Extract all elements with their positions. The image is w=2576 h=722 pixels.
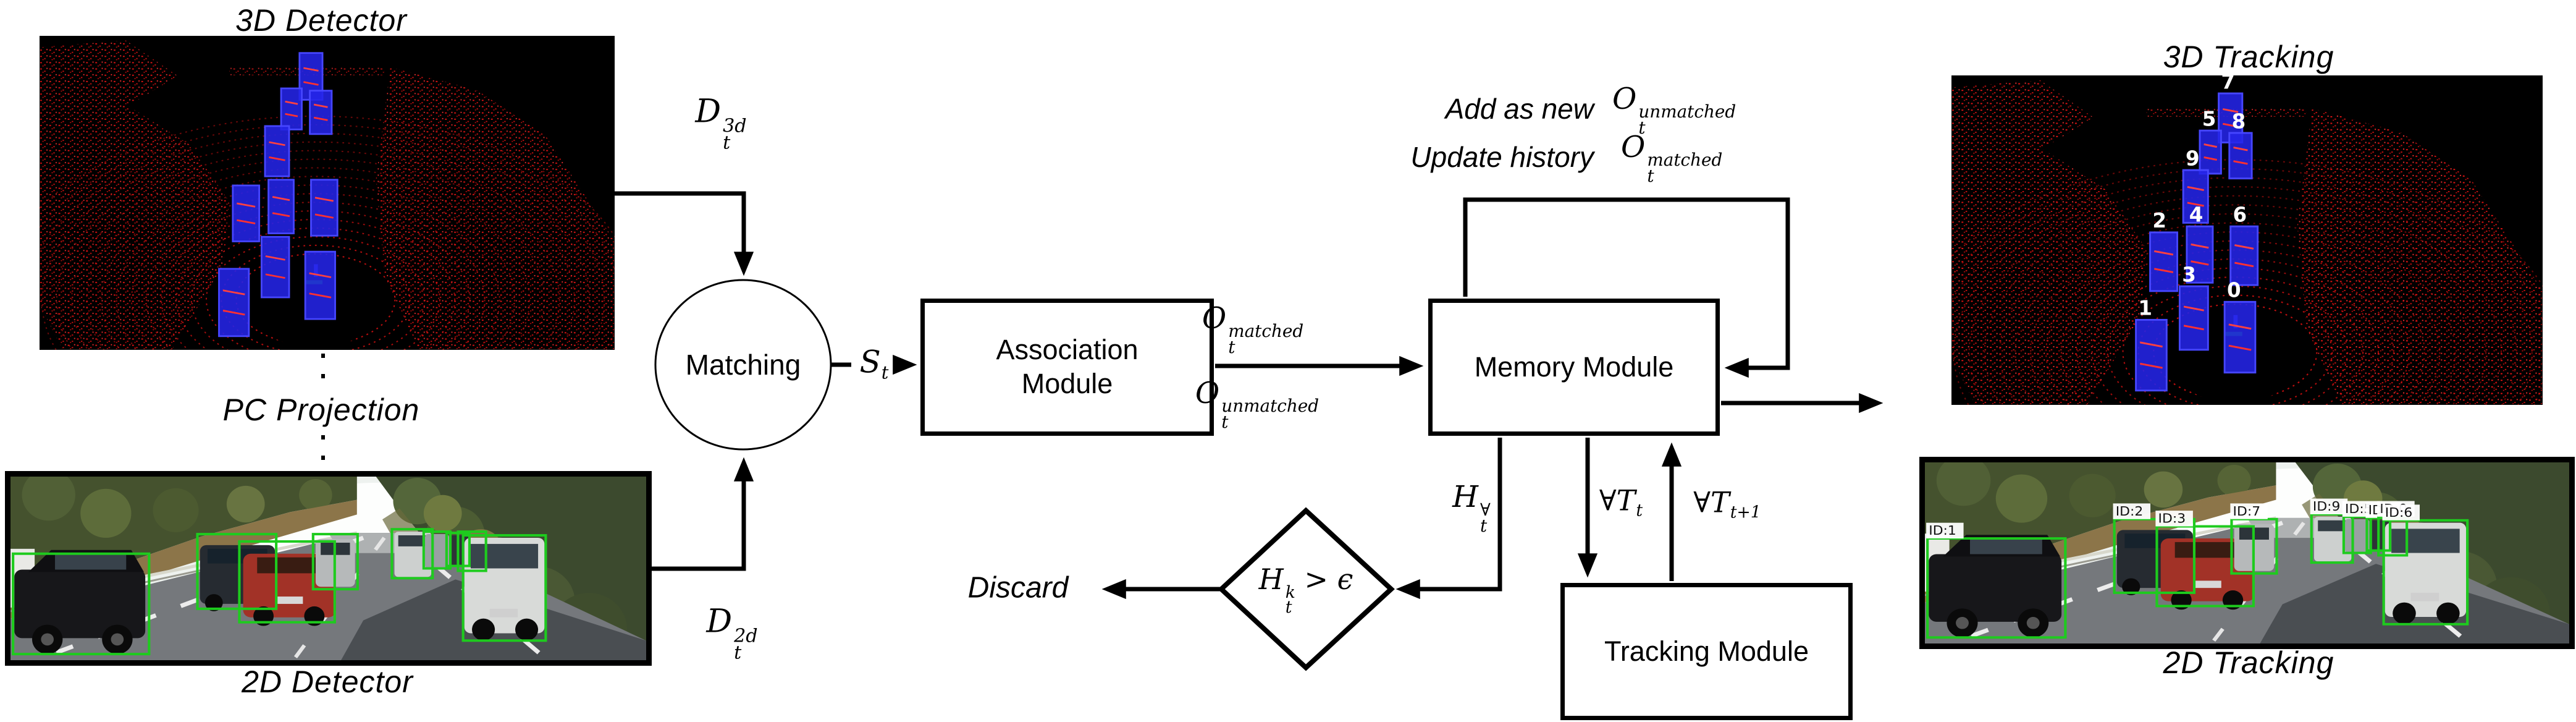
title-pc-projection: PC Projection (215, 392, 427, 428)
svg-text:2: 2 (2152, 209, 2166, 232)
association-module-label-line1: Association (996, 334, 1139, 366)
label-forall-tt1: ∀Tt+1 (1693, 485, 1761, 522)
svg-text:ID:2: ID:2 (2116, 504, 2144, 519)
svg-text:ID:9: ID:9 (2313, 499, 2341, 514)
svg-text:ID:1: ID:1 (1929, 524, 1956, 538)
association-module-label-line2: Module (1021, 368, 1113, 399)
svg-text:8: 8 (2232, 109, 2246, 133)
memory-module-box: Memory Module (1428, 299, 1720, 436)
title-3d-detector: 3D Detector (235, 3, 407, 38)
svg-text:7: 7 (2221, 75, 2235, 93)
matching-node-label: Matching (685, 349, 801, 381)
svg-text:ID:3: ID:3 (2158, 511, 2186, 526)
label-st: St (859, 344, 889, 383)
lidar-detection-image (40, 36, 615, 350)
camera-tracking-image: ID:1ID:2ID:3ID:7ID:9ID:5ID:8ID:0ID:6 (1919, 457, 2575, 649)
title-2d-detector: 2D Detector (242, 665, 413, 699)
svg-text:0: 0 (2227, 278, 2241, 302)
tracking-module-box: Tracking Module (1560, 583, 1853, 720)
svg-text:ID:7: ID:7 (2233, 504, 2261, 519)
svg-text:1: 1 (2138, 296, 2152, 320)
title-2d-tracking: 2D Tracking (2163, 645, 2334, 680)
tracking-boxes: ID:1ID:2ID:3ID:7ID:9ID:5ID:8ID:0ID:6 (1926, 498, 2469, 639)
svg-text:3: 3 (2182, 263, 2196, 286)
svg-text:4: 4 (2189, 203, 2203, 226)
svg-text:5: 5 (2202, 107, 2216, 130)
tracking-module-label: Tracking Module (1604, 635, 1809, 667)
association-module-box: Association Module (920, 299, 1214, 436)
svg-text:9: 9 (2186, 147, 2200, 170)
label-h-forall: H∀t (1452, 480, 1491, 537)
camera-detection-image (5, 471, 652, 666)
label-forall-tt: ∀Tt (1599, 483, 1643, 520)
vehicles (1929, 516, 2467, 638)
title-3d-tracking: 3D Tracking (2163, 40, 2334, 74)
memory-module-label: Memory Module (1474, 350, 1674, 383)
svg-text:ID:6: ID:6 (2385, 506, 2413, 520)
svg-text:6: 6 (2233, 203, 2247, 226)
discard-label: Discard (967, 571, 1069, 605)
annotation-update-history: Update history (1410, 141, 1594, 173)
annotation-add-as-new: Add as new (1445, 93, 1594, 125)
detection-boxes (12, 528, 547, 656)
